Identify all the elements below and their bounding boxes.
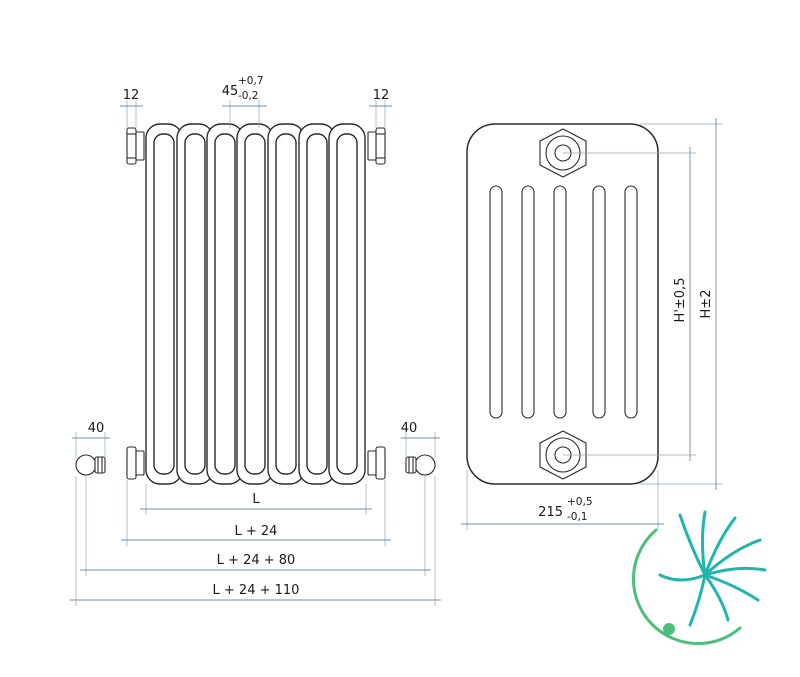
logo-ray	[703, 573, 730, 622]
height-inner-label: H'±0,5	[673, 278, 688, 323]
length-label-l-24: L + 24	[235, 524, 278, 539]
section-pitch-tol-minus: -0,2	[238, 90, 259, 102]
logo-ray	[678, 513, 707, 577]
radiator-column	[267, 123, 305, 485]
bottom-left-plug	[126, 446, 145, 480]
depth-dimension-line	[461, 470, 664, 530]
height-dimension-lines	[563, 118, 722, 490]
length-dimension-lines	[70, 476, 441, 606]
radiator-column	[176, 123, 214, 485]
radiator-column	[236, 123, 274, 485]
length-label-l: L	[252, 492, 260, 507]
bottom-left-width-label: 40	[88, 421, 105, 436]
bottom-valve-dimensions	[72, 432, 440, 458]
front-view: 12 12 45 +0,7 -0,2 40 40 L L + 24 L + 24…	[70, 75, 441, 606]
side-slot	[553, 185, 567, 419]
length-label-l-24-80: L + 24 + 80	[217, 553, 296, 568]
side-slot	[624, 185, 638, 419]
section-pitch-label: 45	[222, 84, 239, 99]
logo-ray	[703, 516, 737, 577]
right-valve	[405, 454, 436, 476]
top-right-width-label: 12	[373, 88, 390, 103]
top-left-width-label: 12	[123, 88, 140, 103]
logo-ray	[703, 538, 762, 577]
logo-ray	[703, 573, 760, 602]
side-slot	[489, 185, 503, 419]
logo-ray	[703, 566, 767, 577]
logo-ray	[658, 573, 707, 582]
bottom-right-plug	[367, 446, 386, 480]
radiator-columns	[145, 123, 366, 485]
section-pitch-tol-plus: +0,7	[238, 75, 264, 87]
height-total-label: H±2	[699, 290, 714, 319]
side-slots	[489, 185, 638, 419]
radiator-column	[145, 123, 183, 485]
depth-tol-minus: -0,1	[567, 511, 588, 523]
logo-ray	[688, 573, 707, 627]
length-label-l-24-110: L + 24 + 110	[213, 583, 300, 598]
top-dimensions	[120, 100, 392, 128]
brand-logo	[632, 510, 767, 646]
side-slot	[521, 185, 535, 419]
depth-tol-plus: +0,5	[567, 496, 593, 508]
radiator-column	[206, 123, 244, 485]
side-view: H'±0,5 H±2 215 +0,5 -0,1	[461, 118, 722, 530]
top-left-plug	[126, 127, 145, 165]
radiator-column	[328, 123, 366, 485]
left-valve	[75, 454, 106, 476]
depth-label: 215	[538, 505, 563, 520]
side-slot	[592, 185, 606, 419]
logo-ray	[701, 510, 707, 577]
bottom-right-width-label: 40	[401, 421, 418, 436]
radiator-column	[298, 123, 336, 485]
top-right-plug	[367, 127, 386, 165]
